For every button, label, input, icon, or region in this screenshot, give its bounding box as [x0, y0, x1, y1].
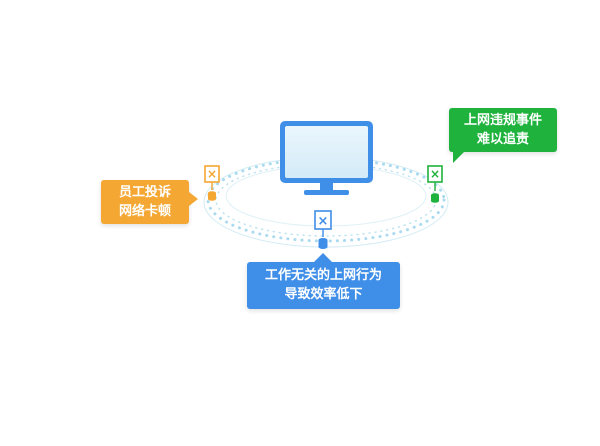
blocked-sign-icon: ×	[204, 165, 220, 190]
svg-text:×: ×	[430, 167, 440, 181]
callout-line: 导致效率低下	[284, 287, 363, 302]
callout-violation-untraceable: 上网违规事件 难以追责	[449, 108, 557, 163]
database-icon	[431, 193, 439, 203]
callout-line: 上网违规事件	[463, 113, 542, 128]
callout-line: 员工投诉	[118, 185, 171, 200]
svg-text:×: ×	[207, 167, 217, 181]
database-icon	[318, 238, 328, 249]
callout-line: 工作无关的上网行为	[264, 268, 382, 283]
blocked-sign-icon: ×	[314, 210, 332, 237]
callout-line: 难以追责	[476, 132, 529, 147]
monitor-icon	[280, 121, 373, 195]
callout-low-efficiency: 工作无关的上网行为 导致效率低下	[247, 253, 400, 309]
database-icon	[208, 191, 216, 201]
callout-network-lag: 员工投诉 网络卡顿	[101, 180, 198, 224]
callout-line: 网络卡顿	[118, 204, 171, 219]
svg-text:×: ×	[318, 214, 329, 229]
blocked-sign-icon: ×	[427, 165, 443, 191]
